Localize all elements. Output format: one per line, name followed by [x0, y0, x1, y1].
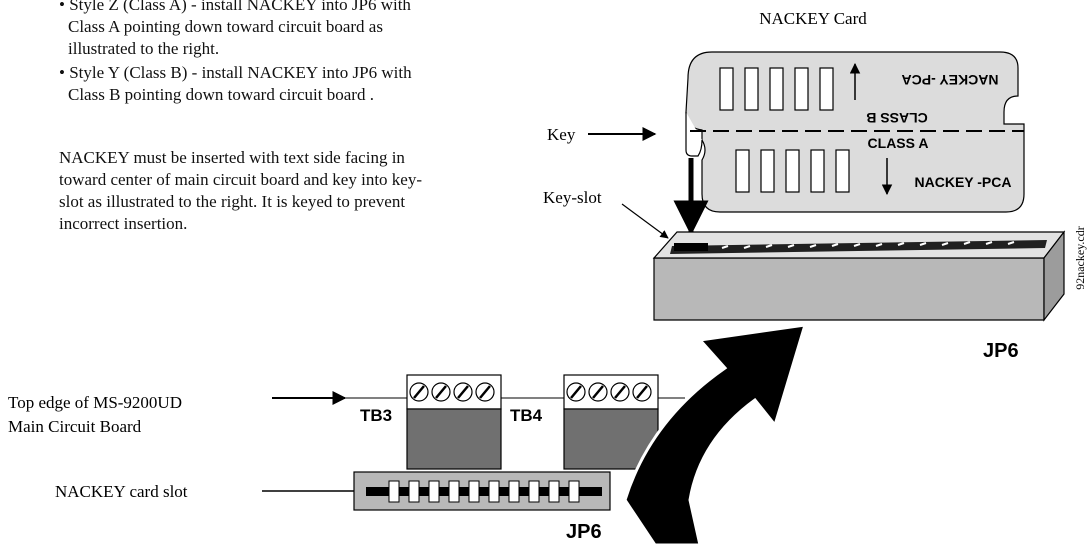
jp6-connector: [652, 230, 1066, 322]
bullet-style-z-line1: • Style Z (Class A) - install NACKEY int…: [59, 0, 411, 14]
jp6-slot-pins: [721, 241, 1015, 249]
jp6-slot: [670, 240, 1047, 254]
keying-note-line4: incorrect insertion.: [59, 214, 188, 233]
tb4-terminal-block: [563, 374, 659, 470]
top-edge-label-line2: Main Circuit Board: [8, 417, 142, 436]
bullet-style-y: • Style Y (Class B) - install NACKEY int…: [59, 62, 412, 106]
jp6-connector-label: JP6: [983, 340, 1019, 362]
keying-note-line1: NACKEY must be inserted with text side f…: [59, 148, 405, 167]
board-jp6-label: JP6: [566, 521, 602, 543]
lower-contact-windows: [735, 149, 850, 193]
tb3-terminal-block: [406, 374, 502, 470]
jp6-key-block: [674, 243, 708, 251]
card-title: NACKEY Card: [759, 9, 867, 28]
card-key-notch: [685, 112, 703, 157]
tb4-label: TB4: [510, 406, 543, 425]
key-label: Key: [547, 125, 576, 144]
card-upper-label: NACKEY -PCA: [902, 72, 999, 88]
large-curved-arrow: [623, 323, 808, 544]
bullet-style-y-line1: • Style Y (Class B) - install NACKEY int…: [59, 63, 412, 82]
bullet-style-z-line2: Class A pointing down toward circuit boa…: [68, 17, 383, 36]
upper-contact-windows: [719, 67, 834, 111]
bullet-style-z-line3: illustrated to the right.: [68, 39, 220, 58]
bullet-style-y-line2: Class B pointing down toward circuit boa…: [68, 85, 374, 104]
key-slot-arrow: [621, 203, 669, 239]
keying-note-line3: slot as illustrated to the right. It is …: [59, 192, 406, 211]
tb3-label: TB3: [360, 406, 392, 425]
key-slot-label: Key-slot: [543, 188, 602, 207]
top-edge-label-line1: Top edge of MS-9200UD: [8, 393, 182, 412]
keying-note: NACKEY must be inserted with text side f…: [59, 147, 422, 235]
board-jp6-connector: [353, 471, 611, 511]
card-slot-label: NACKEY card slot: [55, 482, 188, 501]
file-name-label: 92nackey.cdr: [1073, 226, 1087, 290]
bullet-style-z: • Style Z (Class A) - install NACKEY int…: [59, 0, 411, 60]
card-class-b-label: CLASS B: [866, 110, 927, 126]
card-lower-label: NACKEY -PCA: [915, 174, 1012, 190]
card-class-a-label: CLASS A: [868, 135, 929, 151]
keying-note-line2: toward center of main circuit board and …: [59, 170, 423, 189]
